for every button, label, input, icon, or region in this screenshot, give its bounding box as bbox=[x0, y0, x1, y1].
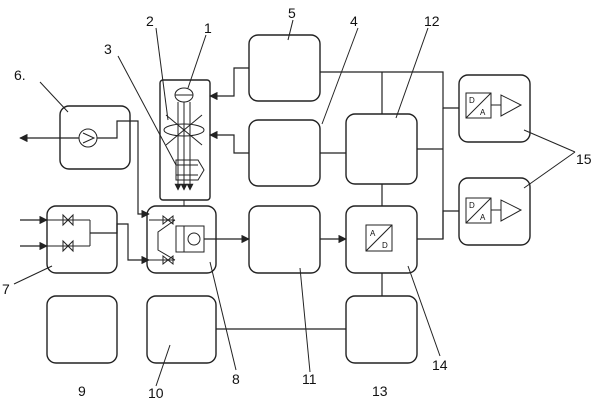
label-14: 14 bbox=[432, 357, 448, 373]
block-5 bbox=[248, 34, 321, 102]
block-4 bbox=[248, 119, 321, 187]
block-7-valves bbox=[46, 205, 118, 274]
block-15-da-lower bbox=[458, 177, 531, 246]
block-9 bbox=[46, 295, 118, 364]
block-13 bbox=[345, 295, 418, 364]
label-3: 3 bbox=[104, 41, 112, 57]
label-5: 5 bbox=[288, 5, 296, 21]
label-4: 4 bbox=[350, 13, 358, 29]
prism-icon bbox=[175, 159, 205, 181]
valve-icon-1 bbox=[62, 213, 74, 227]
block-12 bbox=[345, 113, 418, 185]
block-11 bbox=[248, 205, 321, 274]
lens-icon bbox=[163, 123, 205, 137]
valve-icon-3 bbox=[162, 214, 174, 226]
valve-icon-4 bbox=[162, 254, 174, 266]
block-15-da-upper bbox=[458, 74, 531, 143]
da1-bottom-text: A bbox=[480, 108, 486, 117]
valve-icon-2 bbox=[62, 239, 74, 253]
ad-converter-icon bbox=[365, 224, 393, 252]
label-7: 7 bbox=[2, 281, 10, 297]
label-8: 8 bbox=[232, 371, 240, 387]
label-15: 15 bbox=[576, 151, 592, 167]
block-10 bbox=[146, 295, 217, 364]
block-14-ad-converter bbox=[345, 205, 418, 274]
label-1: 1 bbox=[204, 20, 212, 36]
da1-top-text: D bbox=[469, 96, 475, 105]
label-9: 9 bbox=[78, 383, 86, 399]
label-10: 10 bbox=[148, 385, 164, 401]
da2-top-text: D bbox=[469, 201, 475, 210]
da2-bottom-text: A bbox=[480, 213, 486, 222]
label-11: 11 bbox=[302, 371, 317, 387]
ad-bottom-text: D bbox=[382, 241, 388, 250]
label-2: 2 bbox=[146, 13, 154, 29]
ad-top-text: A bbox=[370, 229, 376, 238]
label-12: 12 bbox=[424, 13, 440, 29]
block-optical-module bbox=[159, 79, 211, 201]
label-6: 6. bbox=[14, 67, 26, 83]
label-13: 13 bbox=[372, 383, 388, 399]
